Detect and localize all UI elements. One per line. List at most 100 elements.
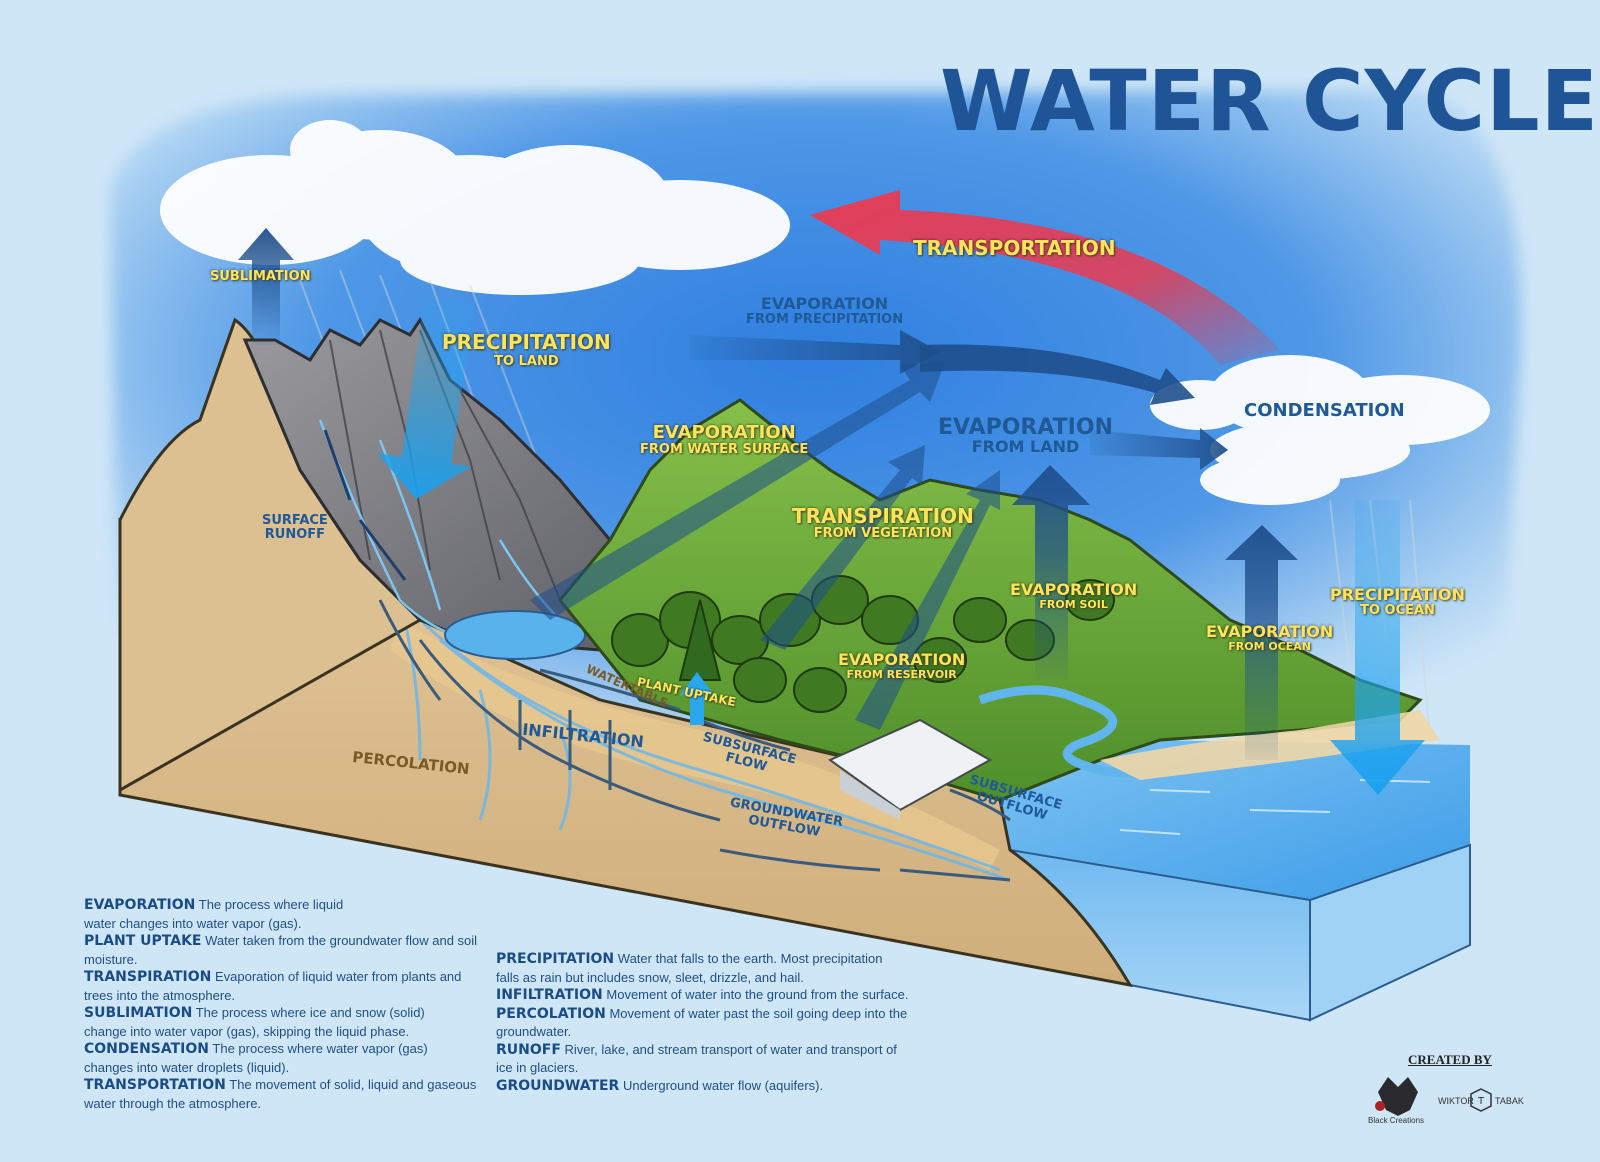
label-surface-runoff-2: RUNOFF [264,526,326,542]
label-evap-reservoir-sub: FROM RESERVOIR [846,667,957,681]
wiktor-tabak-logo-icon: T [1470,1088,1492,1112]
def-term: RUNOFF [496,1041,561,1058]
cloud-left-icon [160,120,790,295]
definitions-left: EVAPORATION The process where liquid wate… [84,896,484,1112]
def-infiltration: INFILTRATION Movement of water into the … [496,986,936,1005]
def-text: The process where liquid [198,897,344,912]
def-term: TRANSPORTATION [84,1077,226,1093]
dam [827,718,993,812]
black-creations-logo-icon [1375,1077,1418,1116]
label-evap-ocean-title: EVAPORATION [1206,622,1334,641]
label-condensation: CONDENSATION [1244,400,1405,421]
def-term: PLANT UPTAKE [84,933,202,949]
label-evap-water-title: EVAPORATION [652,422,796,443]
def-text: moisture. [84,951,138,967]
label-precip-ocean-sub: TO OCEAN [1360,602,1435,618]
definitions-right: PRECIPITATION Water that falls to the ea… [496,950,936,1095]
def-transportation: TRANSPORTATION The movement of solid, li… [84,1076,484,1112]
def-text: falls as rain but includes snow, sleet, … [496,969,804,985]
mountain-lake [444,610,586,660]
def-term: GROUNDWATER [496,1077,620,1094]
def-text: Water taken from the groundwater flow an… [205,933,478,948]
label-evap-precip-sub: FROM PRECIPITATION [746,311,904,327]
label-evap-precip: EVAPORATION FROM PRECIPITATION [746,294,904,327]
label-precipitation-land-title: PRECIPITATION [442,330,611,354]
def-text: The process where water vapor (gas) [212,1041,428,1056]
evap-land-arrow [1090,428,1228,470]
def-sublimation: SUBLIMATION The process where ice and sn… [84,1004,484,1040]
transportation-arrow [810,190,1280,365]
evap-reservoir-arrow [855,470,1000,730]
label-evap-land: EVAPORATION FROM LAND [938,416,1113,456]
def-text: ice in glaciers. [496,1060,579,1075]
label-transpiration-title: TRANSPIRATION [792,504,974,528]
def-groundwater: GROUNDWATER Underground water flow (aqui… [496,1077,936,1096]
def-term: PRECIPITATION [496,951,615,967]
precipitation-land-arrow [377,298,474,500]
def-condensation: CONDENSATION The process where water vap… [84,1040,484,1076]
def-text: The movement of solid, liquid and gaseou… [229,1077,477,1092]
def-precipitation: PRECIPITATION Water that falls to the ea… [496,950,936,986]
def-text: Evaporation of liquid water from plants … [214,969,462,984]
def-text: groundwater. [496,1024,572,1039]
def-text: River, lake, and stream transport of wat… [564,1041,897,1057]
mountain-rocky [242,317,652,652]
label-evap-precip-title: EVAPORATION [760,294,889,313]
brand-black-creations: Black Creations [1368,1116,1425,1125]
label-precip-ocean-title: PRECIPITATION [1330,585,1466,604]
def-term: TRANSPIRATION [84,969,212,985]
def-text: Water that falls to the earth. Most prec… [617,951,883,966]
label-evap-reservoir: EVAPORATION FROM RESERVOIR [838,650,966,681]
label-evap-water: EVAPORATION FROM WATER SURFACE [640,422,809,457]
def-text: The process where ice and snow (solid) [195,1005,425,1020]
label-sublimation: SUBLIMATION [210,269,311,284]
evap-ocean-arrow [1225,525,1298,760]
ocean [1000,740,1470,900]
def-text: water changes into water vapor (gas). [84,915,302,931]
def-plant-uptake: PLANT UPTAKE Water taken from the ground… [84,932,484,968]
evap-to-condensation-arrow [920,344,1195,405]
evap-precip-arrow [690,330,940,374]
def-evaporation: EVAPORATION The process where liquid wate… [84,896,484,932]
label-evap-reservoir-title: EVAPORATION [838,650,966,669]
label-evap-land-title: EVAPORATION [938,415,1113,440]
label-transportation: TRANSPORTATION [913,236,1116,260]
def-text: Movement of water past the soil going de… [609,1005,908,1021]
def-text: Underground water flow (aquifers). [622,1077,824,1093]
def-term: EVAPORATION [84,897,196,913]
def-text: Movement of water into the ground from t… [606,987,909,1002]
label-evap-water-sub: FROM WATER SURFACE [640,441,809,457]
def-term: INFILTRATION [496,987,603,1003]
label-precip-ocean: PRECIPITATION TO OCEAN [1330,585,1466,618]
label-evap-soil: EVAPORATION FROM SOIL [1010,580,1138,611]
label-precipitation-land-sub: TO LAND [494,354,559,369]
label-evap-soil-sub: FROM SOIL [1039,597,1108,611]
def-term: CONDENSATION [84,1041,210,1057]
def-transpiration: TRANSPIRATION Evaporation of liquid wate… [84,968,484,1004]
def-term: PERCOLATION [496,1005,606,1022]
svg-text:T: T [1477,1096,1485,1107]
def-text: trees into the atmosphere. [84,987,236,1003]
label-evap-ocean: EVAPORATION FROM OCEAN [1206,622,1334,653]
precipitation-ocean-arrow [1330,500,1425,795]
label-evap-land-sub: FROM LAND [971,437,1080,457]
label-evap-ocean-sub: FROM OCEAN [1228,639,1312,653]
brand-tabak: TABAK [1495,1096,1524,1106]
def-text: changes into water droplets (liquid). [84,1059,290,1075]
evap-soil-arrow [1012,465,1090,680]
label-transpiration-sub: FROM VEGETATION [813,526,953,541]
def-runoff: RUNOFF River, lake, and stream transport… [496,1041,936,1077]
plant-uptake-arrow [680,672,714,725]
def-percolation: PERCOLATION Movement of water past the s… [496,1005,936,1041]
label-evap-soil-title: EVAPORATION [1010,580,1138,599]
page-title: WATER CYCLE [940,52,1600,150]
created-by-label: CREATED BY [1408,1052,1492,1067]
label-surface-runoff: SURFACE RUNOFF [262,514,328,541]
transpiration-arrow [760,445,925,650]
label-precipitation-land: PRECIPITATION TO LAND [442,332,611,369]
brand-wiktor: WIKTOR [1438,1096,1474,1106]
def-text: change into water vapor (gas), skipping … [84,1023,410,1039]
label-transpiration: TRANSPIRATION FROM VEGETATION [792,506,974,541]
